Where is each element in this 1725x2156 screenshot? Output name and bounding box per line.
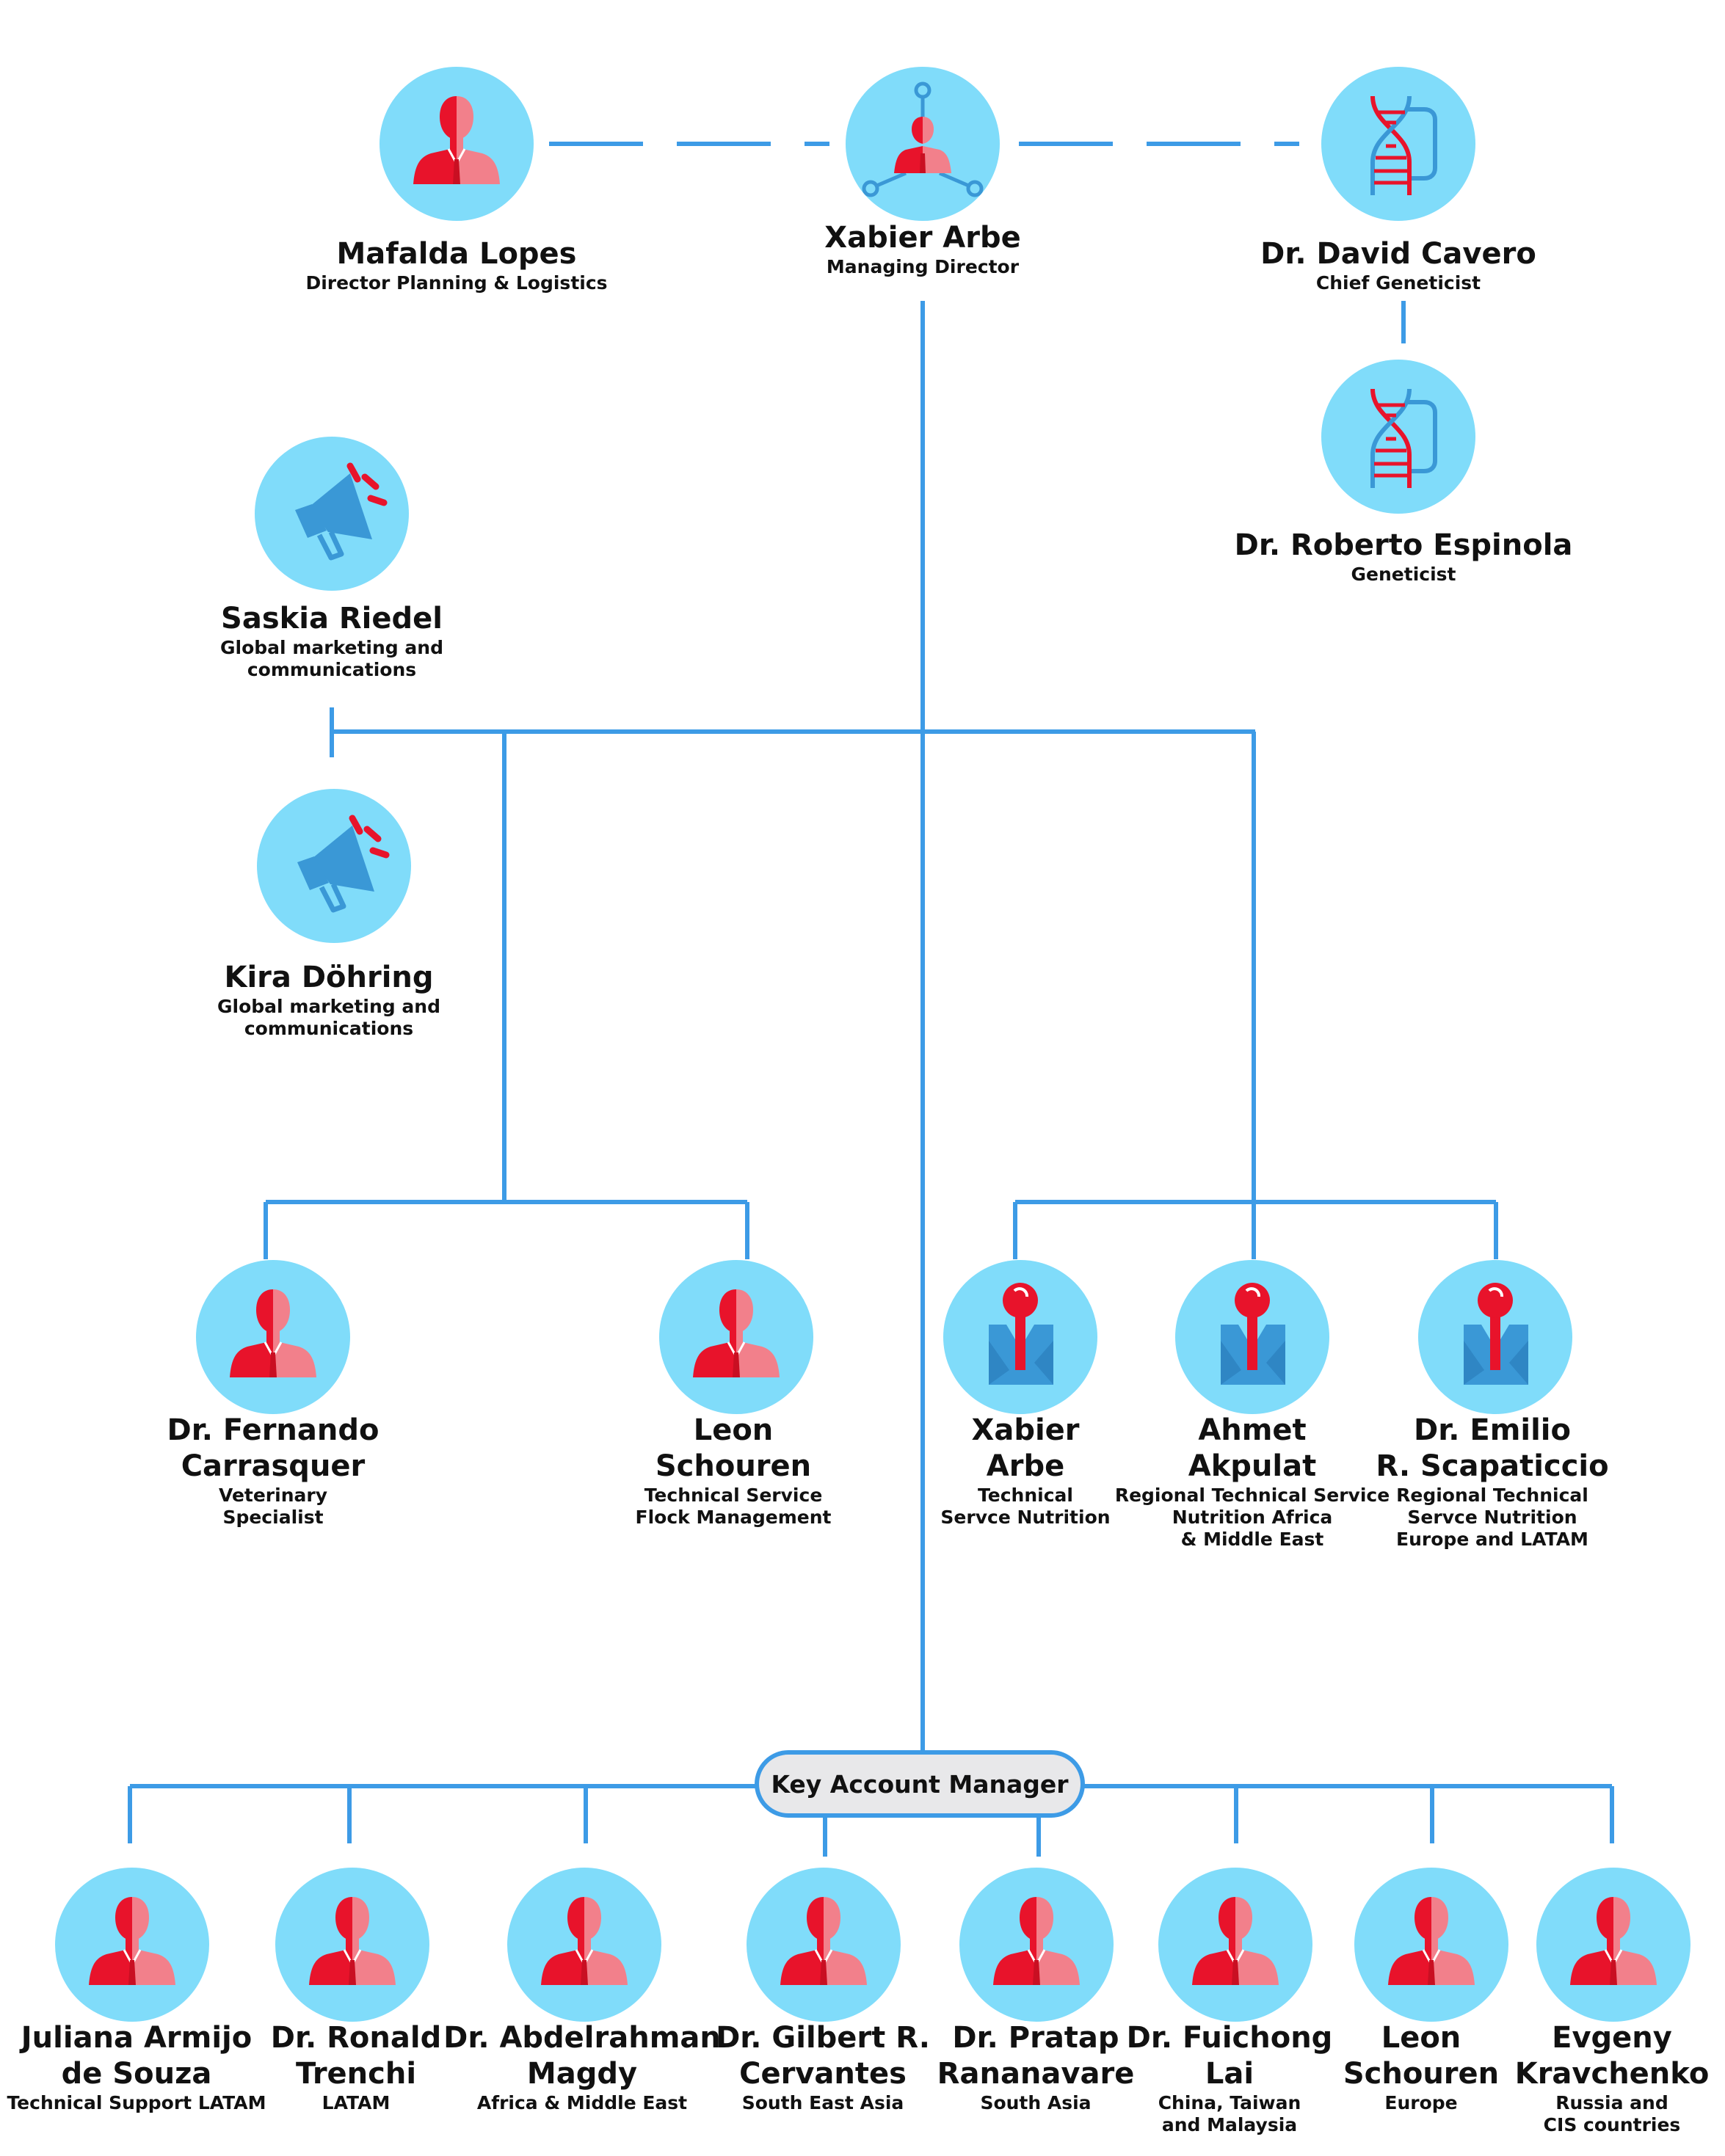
person-name: Evgeny Kravchenko [1514,2021,1710,2091]
person-name: Dr. Roberto Espinola [1234,528,1573,562]
person-name: Kira Döhring [224,961,434,994]
person-title: Director Planning & Logistics [305,272,608,294]
map-pin-icon [1418,1260,1572,1414]
node-saskia-riedel[interactable]: Saskia Riedel Global marketing and commu… [112,601,552,681]
person-icon [959,1868,1114,2022]
person-name: Dr. Fuichong Lai [1126,2021,1333,2091]
person-icon [380,67,534,221]
node-leon-schouren-tech[interactable]: Leon Schouren Technical Service Flock Ma… [513,1413,954,1529]
person-icon [659,1260,813,1414]
person-icon [275,1868,429,2022]
node-gilbert-cervantes[interactable]: Dr. Gilbert R. Cervantes South East Asia [603,2020,1043,2114]
person-title: Chief Geneticist [1315,272,1481,294]
megaphone-icon [255,437,409,591]
node-mafalda-lopes[interactable]: Mafalda Lopes Director Planning & Logist… [236,236,677,294]
node-fuichong-lai[interactable]: Dr. Fuichong Lai China, Taiwan and Malay… [1009,2020,1450,2136]
node-emilio-scapaticcio[interactable]: Dr. Emilio R. Scapaticcio Regional Techn… [1272,1413,1713,1551]
person-title: Managing Director [826,256,1020,277]
person-icon [1536,1868,1690,2022]
person-title: LATAM [322,2092,391,2113]
person-title: Europe [1384,2092,1458,2113]
node-kira-doehring[interactable]: Kira Döhring Global marketing and commun… [109,960,549,1040]
person-name: Juliana Armijo de Souza [21,2021,253,2091]
map-pin-icon [1175,1260,1329,1414]
person-name: Dr. Fernando Carrasquer [167,1413,380,1483]
person-name: Xabier Arbe [971,1413,1080,1483]
person-title: Geneticist [1351,564,1456,585]
person-title: Technical Service Flock Management [635,1485,832,1528]
node-evgeny-kravchenko[interactable]: Evgeny Kravchenko Russia and CIS countri… [1392,2020,1725,2136]
node-ahmet-akpulat[interactable]: Ahmet Akpulat Regional Technical Service… [1032,1413,1472,1551]
person-title: South Asia [980,2092,1092,2113]
hub-label: Key Account Manager [771,1769,1069,1799]
person-name: Mafalda Lopes [336,237,577,271]
node-juliana-armijo[interactable]: Juliana Armijo de Souza Technical Suppor… [0,2020,357,2114]
map-pin-icon [943,1260,1097,1414]
person-icon [1354,1868,1508,2022]
person-title: Technical Support LATAM [7,2092,266,2113]
person-title: Veterinary Specialist [218,1485,328,1528]
person-title: Technical Servce Nutrition [940,1485,1111,1528]
node-xabier-arbe-tech[interactable]: Xabier Arbe Technical Servce Nutrition [805,1413,1246,1529]
person-name: Saskia Riedel [221,602,443,635]
person-name: Dr. David Cavero [1260,237,1536,271]
key-account-manager-box[interactable]: Key Account Manager [755,1750,1085,1818]
node-ronald-trenchi[interactable]: Dr. Ronald Trenchi LATAM [136,2020,576,2114]
person-icon [747,1868,901,2022]
node-leon-schouren-europe[interactable]: Leon Schouren Europe [1201,2020,1641,2114]
person-name: Xabier Arbe [824,221,1021,255]
person-title: China, Taiwan and Malaysia [1158,2092,1301,2135]
person-name: Leon Schouren [655,1413,812,1483]
person-title: Global marketing and communications [220,637,443,680]
node-abdelrahman-magdy[interactable]: Dr. Abdelrahman Magdy Africa & Middle Ea… [362,2020,802,2114]
person-name: Dr. Emilio R. Scapaticcio [1376,1413,1609,1483]
person-icon [1158,1868,1312,2022]
person-name: Leon Schouren [1343,2021,1500,2091]
node-pratap-rananavare[interactable]: Dr. Pratap Rananavare South Asia [816,2020,1256,2114]
person-icon [196,1260,350,1414]
node-xabier-arbe-managing-director[interactable]: Xabier Arbe Managing Director [702,220,1143,278]
person-name: Dr. Gilbert R. Cervantes [716,2021,930,2091]
person-name: Dr. Pratap Rananavare [937,2021,1135,2091]
person-title: Global marketing and communications [217,996,440,1039]
person-icon [55,1868,209,2022]
person-title: Africa & Middle East [476,2092,688,2113]
node-david-cavero[interactable]: Dr. David Cavero Chief Geneticist [1178,236,1619,294]
person-title: South East Asia [741,2092,904,2113]
megaphone-icon [257,789,411,943]
person-title: Regional Technical Service Nutrition Afr… [1114,1485,1390,1550]
person-title: Russia and CIS countries [1543,2092,1681,2135]
person-title: Regional Technical Servce Nutrition Euro… [1396,1485,1588,1550]
person-name: Dr. Abdelrahman Magdy [443,2021,721,2091]
person-icon [507,1868,661,2022]
network-person-icon [846,67,1000,221]
dna-icon [1321,360,1475,514]
node-roberto-espinola[interactable]: Dr. Roberto Espinola Geneticist [1183,528,1624,586]
person-name: Dr. Ronald Trenchi [270,2021,442,2091]
node-fernando-carrasquer[interactable]: Dr. Fernando Carrasquer Veterinary Speci… [53,1413,493,1529]
dna-icon [1321,67,1475,221]
person-name: Ahmet Akpulat [1188,1413,1317,1483]
